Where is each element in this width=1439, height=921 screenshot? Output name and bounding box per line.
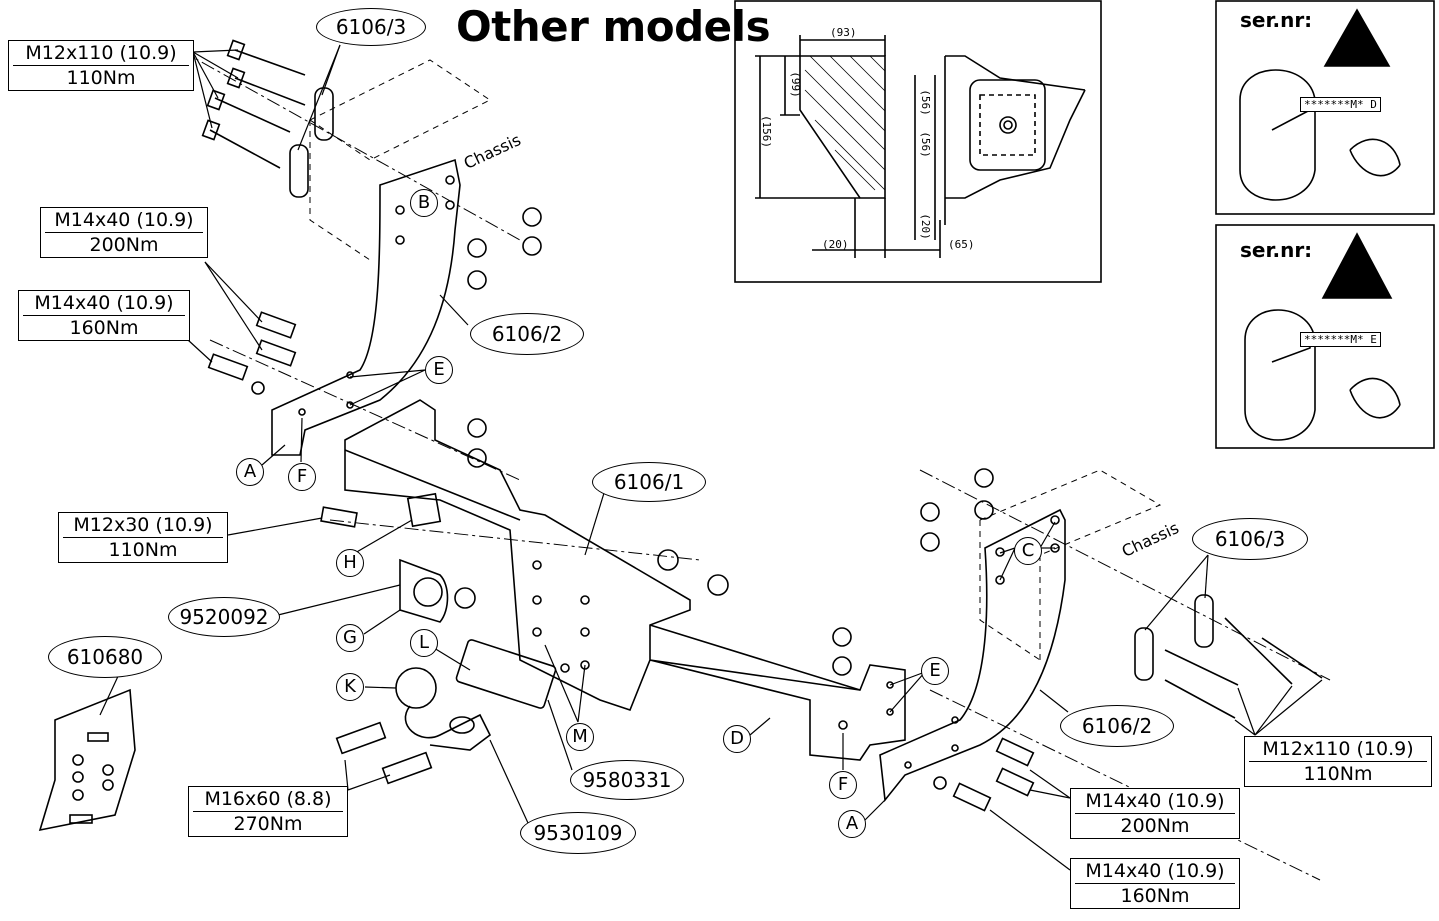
bolt-torque: 160Nm: [69, 317, 139, 339]
bolt-size: M14x40 (10.9): [45, 208, 203, 233]
serial-code-d: *******M* D: [1300, 97, 1381, 112]
callout-l: L: [410, 629, 438, 657]
left-side-bracket: [271, 158, 461, 456]
part-6106-2-right: 6106/2: [1060, 705, 1174, 747]
bolt-spec-m12x110-right: M12x110 (10.9) 110Nm: [1244, 736, 1432, 787]
part-6106-3-right: 6106/3: [1192, 518, 1308, 560]
callout-f-left: F: [288, 463, 316, 491]
bolt-spec-m16x60: M16x60 (8.8) 270Nm: [188, 786, 348, 837]
tow-ball: [395, 667, 437, 709]
bolt-spec-m14x40-160-left: M14x40 (10.9) 160Nm: [18, 290, 190, 341]
bolt-size: M12x30 (10.9): [63, 513, 223, 538]
right-side-bracket: [879, 508, 1066, 803]
bolt-size: M14x40 (10.9): [23, 291, 185, 316]
dim-65: (65): [948, 238, 975, 251]
serial-panel-d: [1215, 0, 1435, 215]
bolt-torque: 200Nm: [89, 234, 159, 256]
serial-label-e: ser.nr:: [1240, 238, 1313, 262]
bolt-size: M12x110 (10.9): [1249, 737, 1427, 762]
dim-20-horizontal: (20): [822, 238, 849, 251]
bolt-spec-m12x110-left: M12x110 (10.9) 110Nm: [8, 40, 194, 91]
dim-93: (93): [830, 26, 857, 39]
callout-k: K: [336, 673, 364, 701]
dim-20-vertical: (20): [918, 213, 932, 240]
part-6106-2-left: 6106/2: [470, 313, 584, 355]
callout-g: G: [336, 624, 364, 652]
part-9530109: 9530109: [520, 812, 636, 854]
bolt-torque: 110Nm: [66, 67, 136, 89]
callout-e-left: E: [425, 356, 453, 384]
part-9580331: 9580331: [570, 760, 684, 800]
part-9520092: 9520092: [168, 597, 280, 637]
bolt-torque: 200Nm: [1120, 815, 1190, 837]
part-610680: 610680: [48, 636, 162, 678]
dim-99: (99): [788, 71, 802, 98]
dim-56-b: (56): [918, 131, 932, 158]
warning-icon: [1321, 232, 1393, 299]
bolt-torque: 110Nm: [108, 539, 178, 561]
bolt-size: M14x40 (10.9): [1075, 859, 1235, 884]
callout-e-right: E: [921, 657, 949, 685]
bolt-torque: 110Nm: [1303, 763, 1373, 785]
bolt-group-top-left: [201, 39, 306, 169]
main-cross-beam: [344, 399, 906, 761]
bolt-spec-m14x40-160-right: M14x40 (10.9) 160Nm: [1070, 858, 1240, 909]
serial-code-e: *******M* E: [1300, 332, 1381, 347]
callout-d: D: [723, 725, 751, 753]
callout-f-right: F: [829, 771, 857, 799]
bolt-torque: 270Nm: [233, 813, 303, 835]
bolt-torque: 160Nm: [1120, 885, 1190, 907]
warning-icon: [1323, 8, 1391, 67]
callout-b: B: [410, 189, 438, 217]
bolt-size: M14x40 (10.9): [1075, 789, 1235, 814]
serial-label-d: ser.nr:: [1240, 8, 1313, 32]
dim-156: (156): [760, 114, 774, 149]
bolt-spec-m12x30: M12x30 (10.9) 110Nm: [58, 512, 228, 563]
callout-a-right: A: [838, 810, 866, 838]
part-6106-1: 6106/1: [592, 462, 706, 502]
bolt-size: M16x60 (8.8): [193, 787, 343, 812]
bolt-spec-m14x40-200-right: M14x40 (10.9) 200Nm: [1070, 788, 1240, 839]
callout-a-left: A: [236, 458, 264, 486]
hardware-bag: [38, 688, 136, 832]
serial-panel-e: [1215, 224, 1435, 449]
bolt-spec-m14x40-200-left: M14x40 (10.9) 200Nm: [40, 207, 208, 258]
hatched-block: [799, 55, 886, 199]
bolt-size: M12x110 (10.9): [13, 41, 189, 66]
page-title: Other models: [456, 2, 771, 51]
callout-c: C: [1014, 537, 1042, 565]
dimension-drawing-frame: [734, 0, 1102, 283]
callout-h: H: [336, 549, 364, 577]
part-6106-3-left: 6106/3: [316, 8, 426, 46]
dim-56-a: (56): [918, 89, 932, 116]
callout-m: M: [566, 723, 594, 751]
